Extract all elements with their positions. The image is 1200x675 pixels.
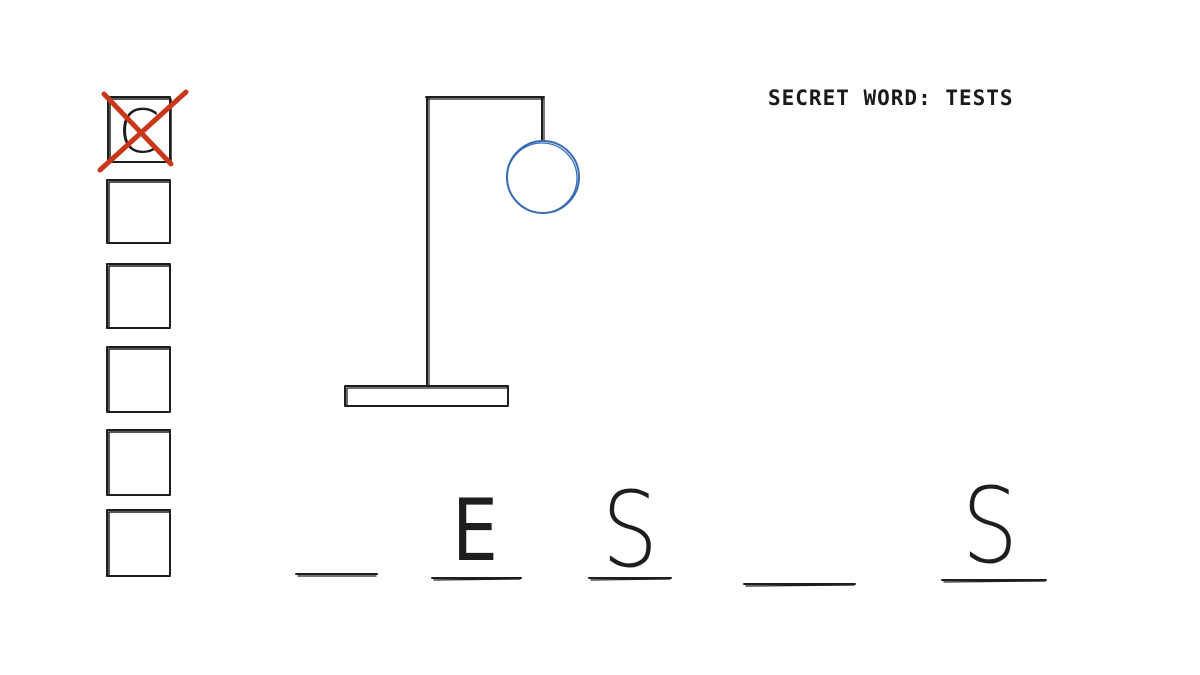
wrong-guess-box — [106, 346, 171, 413]
secret-word-label: SECRET WORD: TESTS — [768, 86, 1014, 110]
wrong-guess-box — [106, 429, 171, 496]
word-slot-underline — [588, 577, 672, 581]
gallows — [344, 96, 545, 407]
word-slot-underline — [743, 583, 856, 587]
word-slot-letter: S — [601, 469, 659, 591]
wrong-guess-box — [106, 509, 171, 577]
word-slot-underline — [431, 577, 522, 581]
wrong-guess-box — [106, 179, 171, 244]
cross-mark-icon — [97, 89, 189, 173]
word-slot-underline — [941, 579, 1047, 583]
word-slot-underline — [295, 573, 378, 577]
wrong-guess-box — [106, 263, 171, 329]
word-slot-letter: E — [451, 481, 499, 581]
wrong-guess-box — [107, 96, 172, 163]
word-slot-letter: S — [961, 465, 1019, 587]
hangman-head — [506, 140, 580, 214]
